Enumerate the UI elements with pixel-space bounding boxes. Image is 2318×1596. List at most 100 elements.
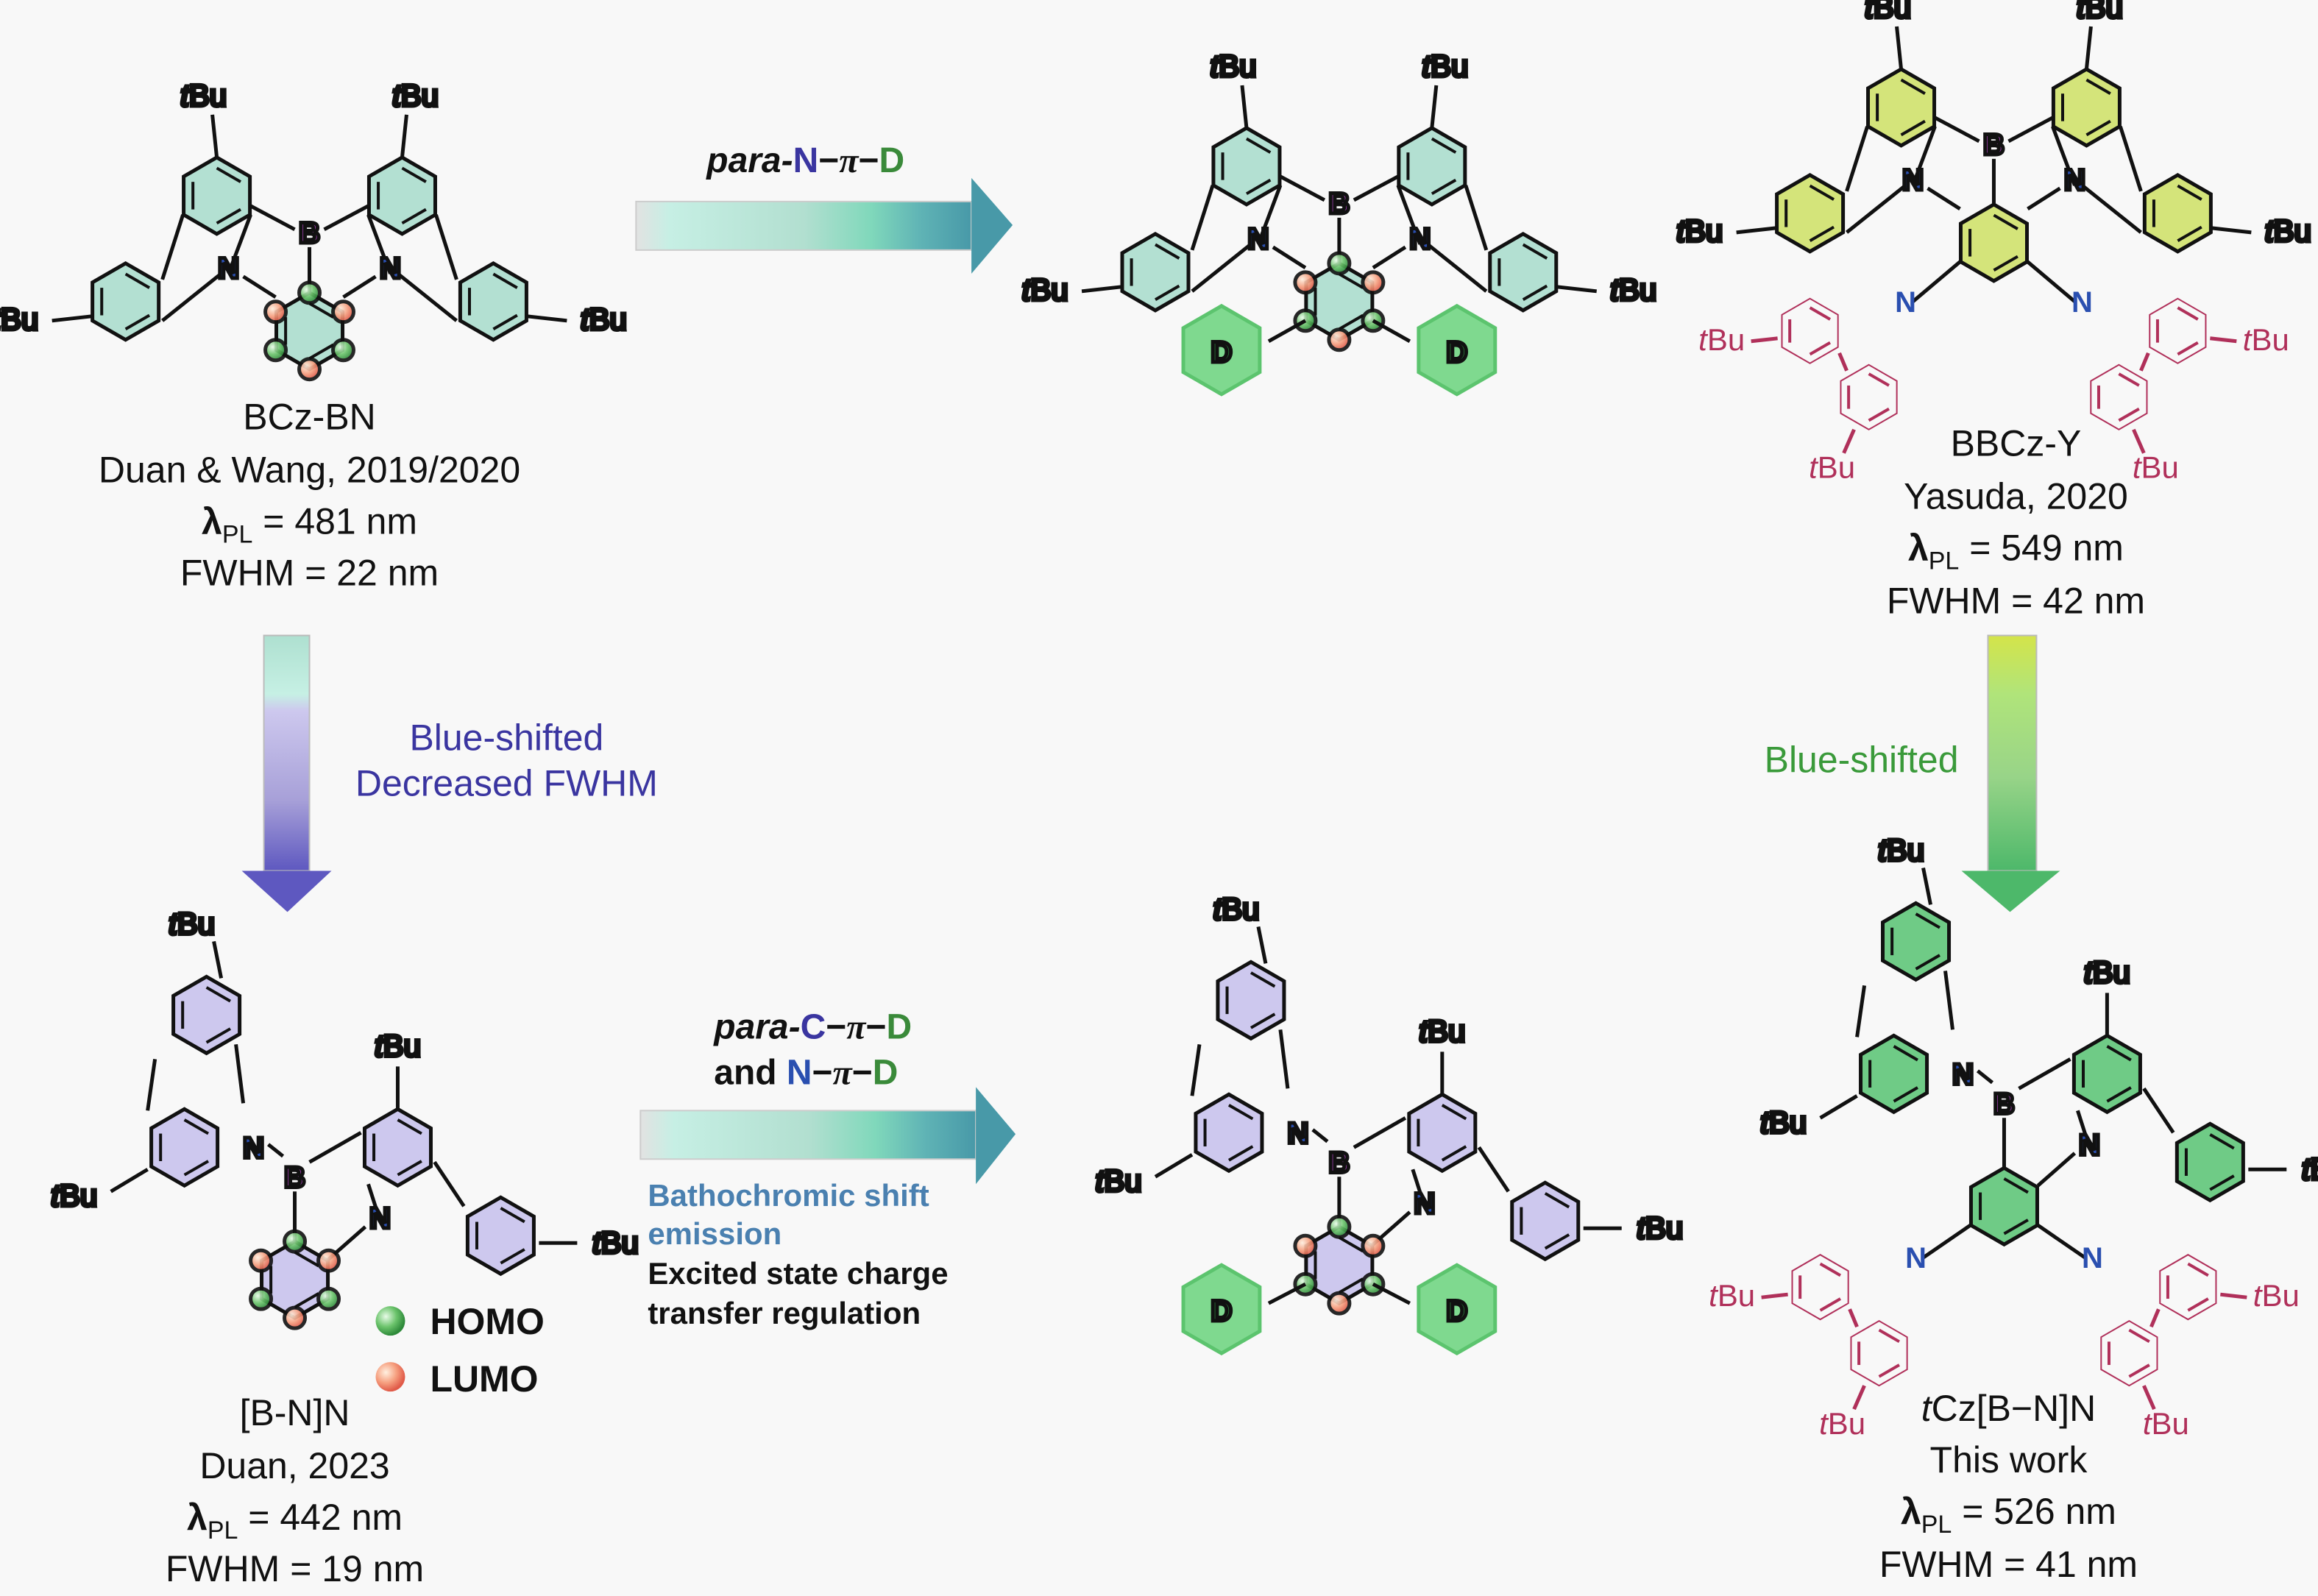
bond (1190, 185, 1215, 251)
bond (1430, 85, 1439, 129)
homo-orbital-icon (283, 1229, 308, 1254)
double-bond (1227, 1145, 1254, 1162)
donor-label: D (1446, 1295, 1467, 1327)
lumo-orbital-icon (1293, 270, 1318, 295)
double-bond (1868, 372, 1890, 387)
note-charge-transfer-1: Excited state charge (648, 1256, 948, 1291)
nitrogen-atom: N (369, 1202, 391, 1235)
bond (2080, 183, 2142, 234)
bond (2036, 1152, 2077, 1188)
tbu-substituent: tBu (1210, 49, 1256, 83)
bond (1911, 126, 1937, 186)
bond (1845, 126, 1869, 192)
double-bond (2128, 1363, 2150, 1378)
arrow-blue-shifted-right: Blue-shifted (1765, 634, 2060, 912)
tbu-substituent: tBu (0, 302, 38, 336)
double-bond (2106, 1045, 2132, 1062)
double-bond (1441, 1145, 1467, 1162)
fwhm: FWHM = 42 nm (1887, 581, 2145, 622)
fwhm: FWHM = 22 nm (180, 553, 439, 594)
lumo-orbital-icon (249, 1248, 274, 1273)
double-bond (1868, 407, 1890, 422)
double-bond (2177, 306, 2199, 321)
double-bond (2085, 119, 2111, 137)
bond (1842, 428, 1856, 454)
bond (1396, 185, 1422, 245)
tbu-substituent: tBu (1096, 1163, 1142, 1198)
bond (2142, 1385, 2156, 1411)
nitrogen-atom: N (1409, 223, 1431, 255)
double-bond (1993, 213, 2018, 230)
arrow-para-n-pi-d: para-N−π−D (635, 141, 1013, 274)
bond (212, 940, 224, 979)
tbu-substituent: tBu (1022, 272, 1068, 307)
lambda-pl: λPL = 481 nm (202, 501, 417, 549)
note-charge-transfer-2: transfer regulation (648, 1296, 921, 1330)
double-bond (183, 1160, 210, 1177)
double-bond (1522, 243, 1548, 260)
double-bond (1155, 243, 1180, 260)
molecule-ref: Duan, 2023 (199, 1445, 389, 1486)
tbu-substituent: tBu (2265, 213, 2311, 248)
bond (2210, 336, 2237, 344)
bond (1311, 1128, 1329, 1143)
boron-atom: B (299, 217, 320, 249)
double-bond (2187, 1262, 2209, 1277)
double-bond (401, 208, 427, 225)
arrow-label-line1: Blue-shifted (409, 717, 603, 759)
lumo-orbital-icon (316, 1248, 341, 1273)
lumo-orbital-icon (331, 299, 356, 324)
arrow-blue-shifted-left: Blue-shifted Decreased FWHM (241, 634, 658, 912)
bond (1556, 285, 1598, 294)
double-bond (216, 208, 241, 225)
tbu-substituent: tBu (1709, 1278, 1755, 1313)
nitrogen-atom: N (1287, 1117, 1308, 1149)
tbu-substituent: tBu (592, 1225, 639, 1260)
bond (1895, 26, 1904, 70)
tbu-substituent: tBu (2302, 1152, 2318, 1186)
double-bond (2003, 1177, 2029, 1194)
lumo-orbital-icon (1361, 1233, 1386, 1258)
bond (210, 114, 219, 158)
double-bond (294, 1292, 319, 1309)
bond (366, 1183, 382, 1221)
legend-lumo: LUMO (430, 1358, 538, 1400)
bond (1081, 285, 1122, 294)
bond (1819, 1094, 1858, 1120)
double-bond (1522, 284, 1548, 301)
double-bond (2209, 1133, 2235, 1150)
tbu-substituent: tBu (169, 906, 215, 940)
double-bond (124, 313, 151, 330)
caption-bbczy: BBCz-Y Yasuda, 2020 λPL = 549 nm FWHM = … (1887, 423, 2145, 622)
bond (1372, 245, 1407, 269)
donor-ring (1417, 303, 1498, 397)
double-bond (308, 302, 334, 319)
double-bond (500, 1248, 525, 1265)
bond (1477, 1146, 1510, 1193)
double-bond (1809, 225, 1835, 243)
bond (1279, 174, 1326, 202)
bond (1353, 174, 1400, 202)
double-bond (216, 166, 241, 183)
bond (1372, 319, 1411, 343)
bond (1464, 185, 1489, 251)
molecule-name: tCz[B−N]N (1921, 1388, 2096, 1429)
bond (2139, 352, 2150, 372)
aromatic-ring (1791, 1254, 1849, 1321)
donor-label: D (1446, 336, 1467, 369)
arrow-label: para-N−π−D (705, 141, 904, 180)
boron-atom: B (284, 1161, 305, 1194)
bond (1191, 242, 1252, 293)
double-bond (1245, 137, 1272, 154)
lumo-orbital-icon (1327, 1291, 1352, 1316)
nitrogen-atom: N (2071, 286, 2093, 319)
double-bond (205, 1027, 232, 1044)
double-bond (1819, 1297, 1842, 1312)
tbu-substituent: tBu (1213, 891, 1259, 926)
bond (1846, 183, 1907, 234)
lumo-sphere-icon (375, 1362, 405, 1392)
double-bond (2177, 184, 2202, 201)
